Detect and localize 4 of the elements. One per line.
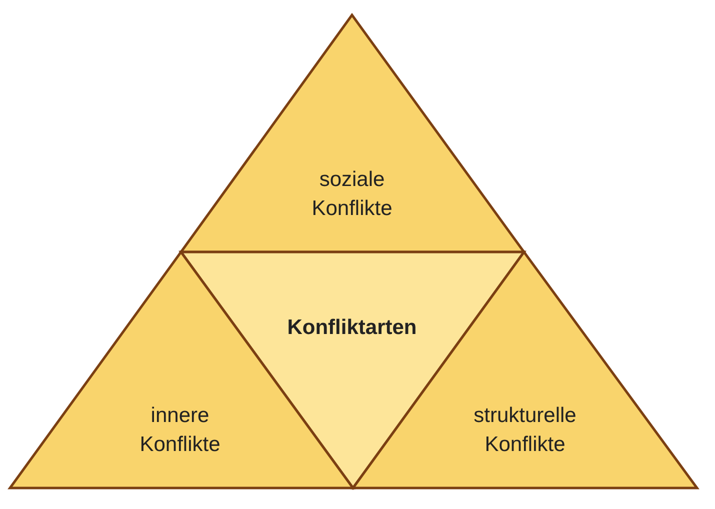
center-title: Konfliktarten: [286, 315, 418, 341]
triangle-label: innere Konflikte: [138, 403, 222, 458]
triangle-label: strukturelle Konflikte: [472, 403, 578, 458]
triangle-label: soziale Konflikte: [310, 167, 394, 222]
